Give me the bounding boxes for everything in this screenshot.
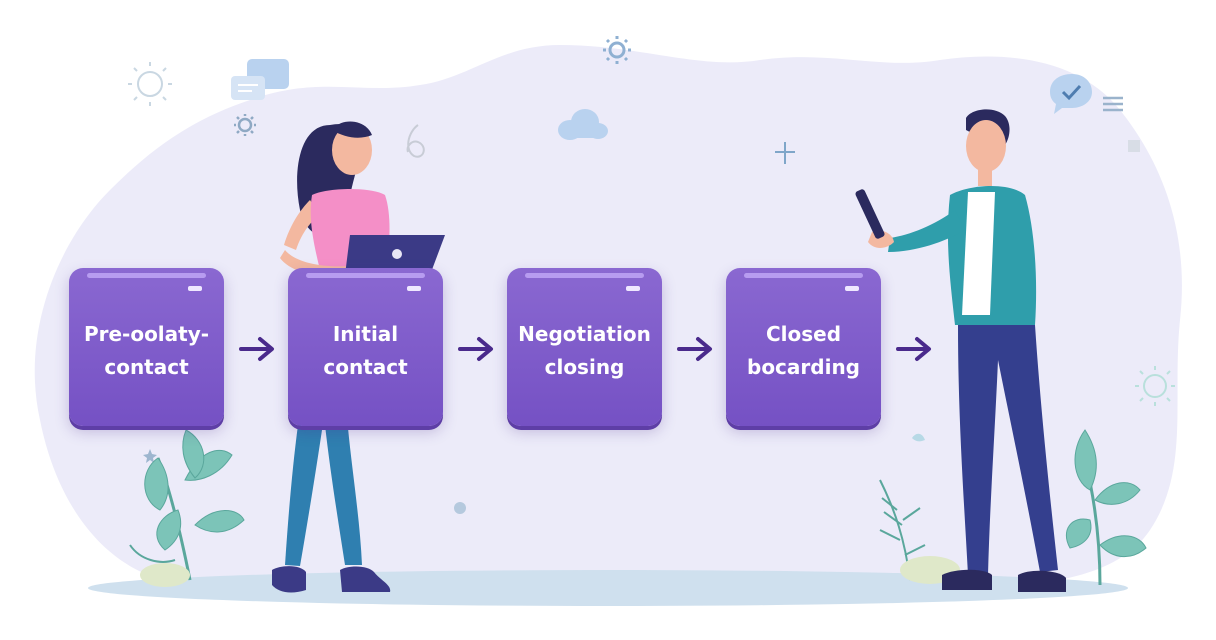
plant-leaf-light	[140, 563, 190, 587]
arrow-right-icon	[239, 337, 274, 361]
leaf-doodle-icon	[912, 433, 925, 442]
step-label: Negotiation closing	[518, 322, 651, 379]
step-label: Initial contact	[323, 322, 408, 379]
star-icon	[143, 449, 157, 463]
step-label: Pre-oolaty- contact	[83, 322, 210, 379]
arrow-right-icon	[896, 337, 931, 361]
sun-icon	[128, 62, 172, 106]
box-slot	[188, 286, 202, 291]
doodle-icon	[406, 124, 425, 158]
step-box-closed-boarding: Closed bocarding	[726, 268, 881, 426]
box-top-strip	[87, 273, 206, 278]
gear-icon	[603, 36, 631, 64]
man-figure	[855, 109, 1066, 592]
dot-icon	[454, 502, 466, 514]
sun-icon	[1135, 366, 1175, 406]
plant-right	[1065, 429, 1147, 586]
menu-lines-icon	[1103, 96, 1123, 112]
sparkle-icon	[775, 142, 795, 164]
box-slot	[626, 286, 640, 291]
crown-icon	[1128, 140, 1140, 152]
step-box-negotiation-closing: Negotiation closing	[507, 268, 662, 426]
box-slot	[845, 286, 859, 291]
woman-figure	[272, 121, 445, 593]
box-slot	[407, 286, 421, 291]
step-box-pre-contact: Pre-oolaty- contact	[69, 268, 224, 426]
chat-check-icon	[1050, 74, 1092, 114]
box-top-strip	[306, 273, 425, 278]
gear-icon	[234, 114, 256, 136]
arrow-right-icon	[677, 337, 712, 361]
step-label: Closed bocarding	[747, 322, 860, 379]
box-top-strip	[525, 273, 644, 278]
cloud-icon	[558, 109, 608, 140]
step-box-initial-contact: Initial contact	[288, 268, 443, 426]
box-top-strip	[744, 273, 863, 278]
arrow-right-icon	[458, 337, 493, 361]
plant-left	[129, 429, 245, 581]
chat-bubbles-icon	[231, 59, 289, 100]
